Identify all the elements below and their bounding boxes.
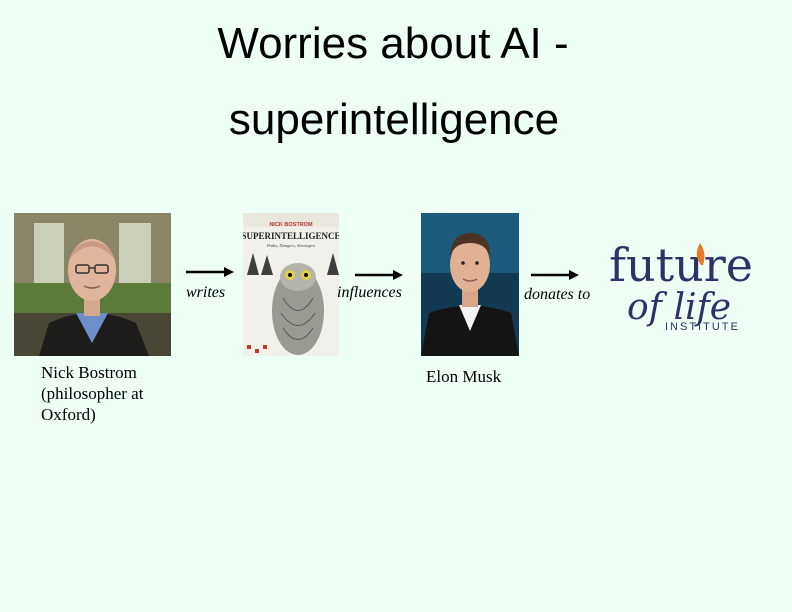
logo-word-of-life: of life bbox=[627, 287, 731, 328]
relation-influences-label: influences bbox=[337, 284, 402, 301]
flame-icon bbox=[696, 243, 705, 265]
bostrom-caption-line2: (philosopher at bbox=[41, 384, 144, 403]
relation-donates-to-label: donates to bbox=[524, 286, 591, 303]
slide-title-line1: Worries about AI - bbox=[217, 19, 569, 68]
elon-musk-photo bbox=[421, 213, 519, 356]
book-subtitle: Paths, Dangers, Strategies bbox=[266, 243, 315, 249]
musk-caption: Elon Musk bbox=[426, 367, 502, 386]
future-of-life-institute-logo: future of life INSTITUTE bbox=[607, 235, 759, 335]
arrow-right-icon bbox=[186, 267, 234, 277]
logo-word-institute: INSTITUTE bbox=[665, 321, 740, 333]
superintelligence-book-cover: NICK BOSTROM SUPERINTELLIGENCE Paths, Da… bbox=[243, 213, 339, 356]
logo-word-future: future bbox=[609, 238, 753, 292]
nick-bostrom-photo bbox=[14, 213, 171, 356]
slide-title-line2: superintelligence bbox=[228, 95, 560, 144]
relation-writes-label: writes bbox=[186, 284, 226, 301]
bostrom-caption-line1: Nick Bostrom bbox=[41, 363, 137, 382]
bostrom-caption-line3: Oxford) bbox=[41, 405, 96, 424]
book-author: NICK BOSTROM bbox=[269, 222, 313, 228]
bostrom-caption: Nick Bostrom (philosopher at Oxford) bbox=[41, 362, 143, 425]
arrow-right-icon bbox=[531, 270, 579, 280]
book-title: SUPERINTELLIGENCE bbox=[243, 231, 339, 241]
arrow-right-icon bbox=[355, 270, 403, 280]
